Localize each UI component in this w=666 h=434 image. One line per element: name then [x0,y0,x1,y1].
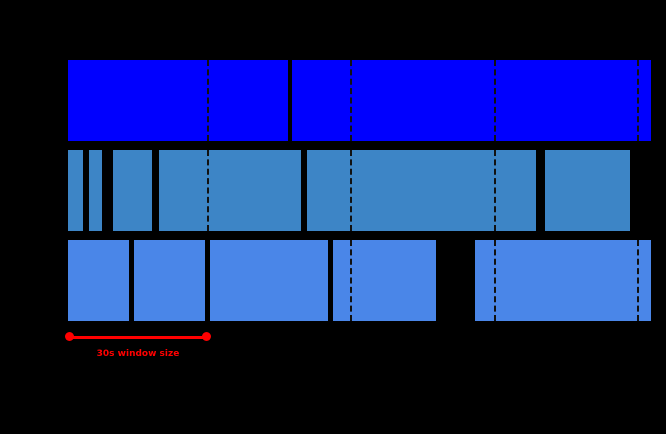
track-3-segment-4[interactable] [333,240,436,321]
track-2-segment-6[interactable] [545,150,630,231]
track-2-segment-2[interactable] [89,150,102,231]
timeline-track-2 [0,150,666,231]
timeline-track-3 [0,240,666,321]
track-2-segment-5[interactable] [307,150,536,231]
track-1-segment-1[interactable] [68,60,288,141]
timeline-track-1 [0,60,666,141]
window-size-line [69,336,207,339]
track-2-segment-3[interactable] [113,150,152,231]
track-1-segment-2[interactable] [292,60,651,141]
track-3-segment-1[interactable] [68,240,129,321]
window-size-right-cap-icon [202,332,211,341]
track-3-segment-2[interactable] [134,240,205,321]
track-2-segment-4[interactable] [159,150,301,231]
track-3-segment-5[interactable] [475,240,651,321]
window-size-label: 30s window size [96,349,180,359]
window-size-left-cap-icon [65,332,74,341]
track-2-segment-1[interactable] [68,150,83,231]
track-3-segment-3[interactable] [210,240,328,321]
